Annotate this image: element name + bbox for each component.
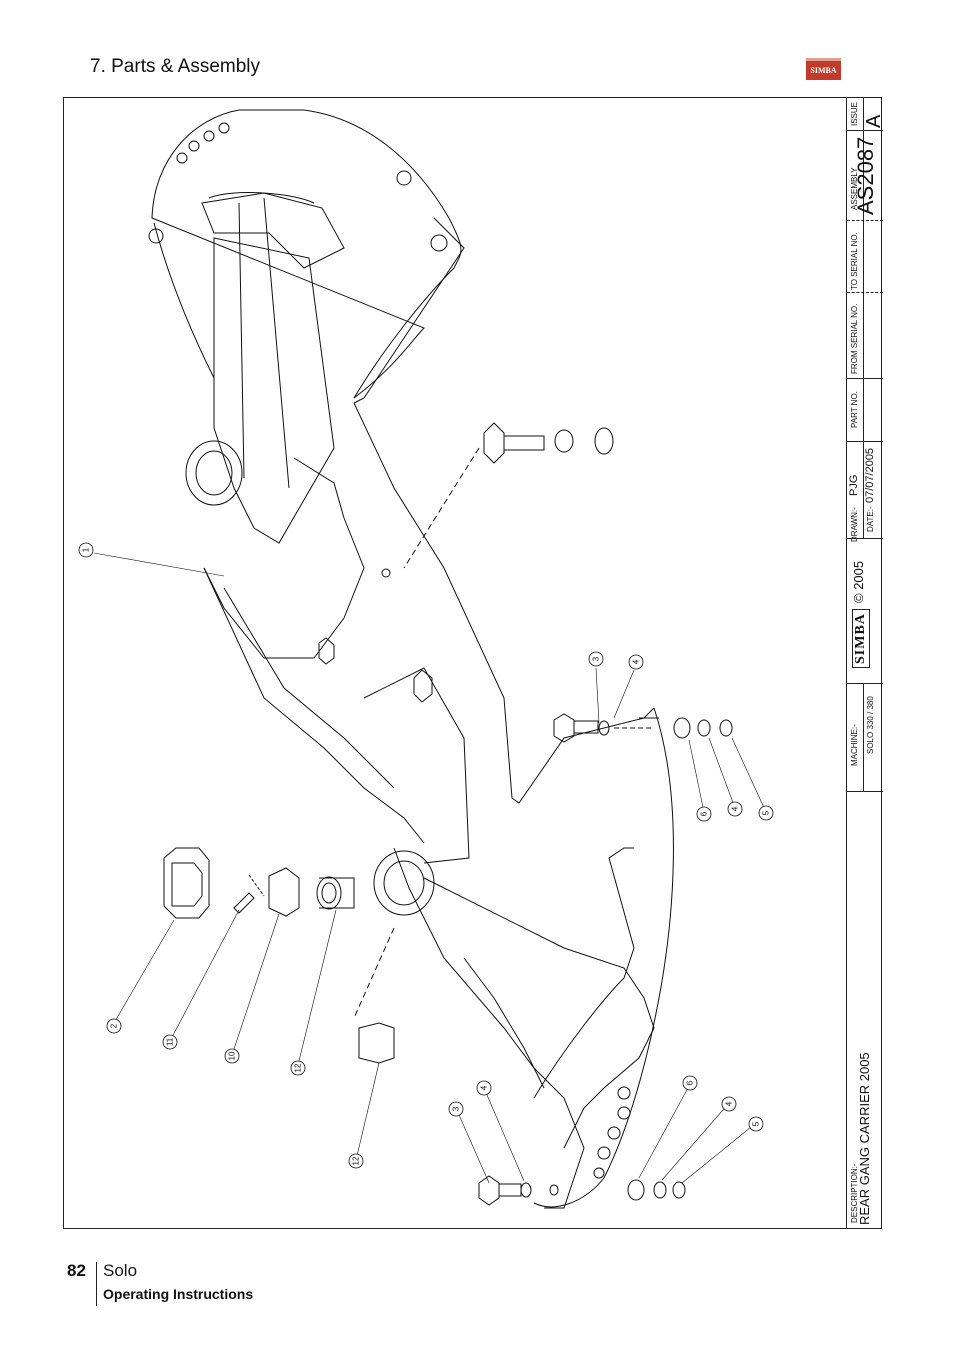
callout-label: 12	[352, 1156, 361, 1165]
callout-4: 4	[628, 654, 644, 670]
callout-12: 12	[348, 1153, 364, 1169]
assembly-value: AS2087	[853, 136, 878, 215]
footer-subtitle: Operating Instructions	[103, 1286, 254, 1302]
callout-label: 3	[452, 1106, 461, 1111]
part-no-label: PART NO.	[850, 391, 859, 428]
callout-label: 1	[82, 547, 91, 552]
title-block-divider	[847, 292, 883, 293]
title-block-divider	[847, 683, 883, 684]
title-block-divider	[847, 220, 883, 221]
to-serial-label: TO SERIAL NO.	[850, 232, 859, 290]
callout-12: 12	[290, 1060, 306, 1076]
callout-label: 11	[166, 1037, 175, 1046]
callout-4: 4	[727, 801, 743, 817]
title-block-divider	[847, 791, 883, 792]
callout-label: 4	[725, 1101, 734, 1106]
title-block-divider	[847, 538, 883, 539]
callout-label: 5	[762, 810, 771, 815]
callout-5: 5	[758, 805, 774, 821]
machine-value: SOLO 330 / 380	[866, 696, 875, 754]
date-label: DATE:-	[866, 506, 875, 532]
from-serial-label: FROM SERIAL NO.	[850, 303, 859, 374]
callout-4: 4	[721, 1096, 737, 1112]
callout-label: 4	[731, 806, 740, 811]
drawn-value: PJG	[848, 474, 860, 496]
drawn-label: DRAWN:-	[850, 507, 859, 542]
machine-label: MACHINE:-	[850, 724, 859, 766]
callout-4: 4	[476, 1080, 492, 1096]
issue-value: A	[863, 114, 885, 128]
callout-label: 3	[592, 656, 601, 661]
title-block: ISSUE A ASSEMBLY AS2087 TO SERIAL NO. FR…	[846, 98, 885, 1228]
callout-label: 10	[228, 1051, 237, 1060]
drawing-frame: 1 3 4 6 4 5 2 11 10 12 12 3 4 6 4 5 ISSUE A ASSEMBLY AS…	[63, 97, 885, 1229]
copyright: © 2005	[851, 560, 866, 603]
callout-2: 2	[106, 1018, 122, 1034]
simba-brand-mark: SIMBA	[852, 609, 870, 668]
callout-label: 6	[700, 811, 709, 816]
callout-label: 2	[110, 1023, 119, 1028]
date-value: 07/07/2005	[864, 447, 876, 503]
callout-label: 5	[752, 1121, 761, 1126]
title-block-divider	[847, 130, 883, 131]
title-block-divider	[847, 378, 883, 379]
callout-label: 4	[480, 1085, 489, 1090]
callout-label: 4	[632, 659, 641, 664]
description-value: REAR GANG CARRIER 2005	[857, 1052, 872, 1225]
issue-label: ISSUE	[850, 101, 859, 126]
callout-label: 6	[686, 1080, 695, 1085]
callout-5: 5	[748, 1116, 764, 1132]
callout-6: 6	[682, 1075, 698, 1091]
title-block-divider	[847, 441, 883, 442]
footer-divider	[96, 1262, 97, 1306]
callout-3: 3	[448, 1101, 464, 1117]
page-number: 82	[67, 1261, 86, 1280]
callout-6: 6	[696, 806, 712, 822]
title-block-vline	[863, 683, 864, 791]
callout-1: 1	[78, 542, 94, 558]
callout-11: 11	[162, 1034, 178, 1050]
simba-logo: SIMBA	[806, 58, 841, 80]
callout-3: 3	[588, 651, 604, 667]
section-title: 7. Parts & Assembly	[90, 56, 261, 77]
callout-10: 10	[224, 1048, 240, 1064]
title-block-vline	[863, 98, 864, 538]
footer-model: Solo	[103, 1261, 138, 1280]
callout-label: 12	[294, 1063, 303, 1072]
exploded-assembly-drawing: 1 3 4 6 4 5 2 11 10 12 12 3 4 6 4 5	[78, 109, 774, 1209]
